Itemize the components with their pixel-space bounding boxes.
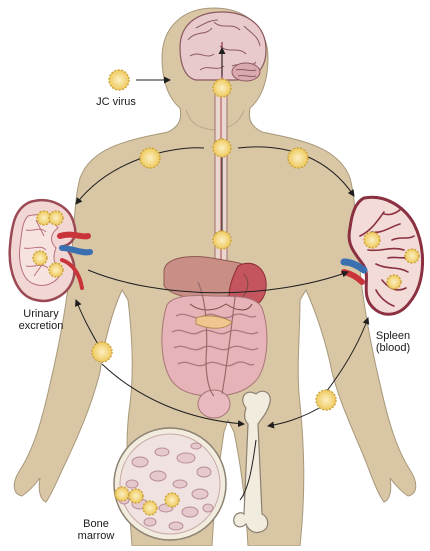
label-jc-virus: JC virus: [86, 96, 146, 108]
virus-right-shoulder: [288, 148, 308, 168]
virus-marrow-2: [129, 489, 143, 503]
label-urinary-excretion: Urinary excretion: [8, 308, 74, 332]
urinary-line-1: Urinary: [8, 308, 74, 320]
bone-marrow-inset: [114, 428, 226, 540]
virus-marrow-4: [165, 493, 179, 507]
virus-right-side: [316, 390, 336, 410]
virus-kidney-2: [49, 211, 63, 225]
spleen-line-2: (blood): [366, 342, 420, 354]
jc-virus-text: JC virus: [86, 96, 146, 108]
virus-marrow-3: [143, 501, 157, 515]
virus-neck-spine: [213, 139, 231, 157]
virus-left-arm: [92, 342, 112, 362]
label-spleen-blood: Spleen (blood): [366, 330, 420, 354]
bone-line-2: marrow: [68, 530, 124, 542]
urinary-line-2: excretion: [8, 320, 74, 332]
virus-kidney-3: [33, 251, 47, 265]
brain: [180, 12, 266, 90]
spleen-line-1: Spleen: [366, 330, 420, 342]
virus-spleen-2: [405, 249, 419, 263]
bone-line-1: Bone: [68, 518, 124, 530]
virus-kidney-4: [49, 263, 63, 277]
virus-spleen-3: [387, 275, 401, 289]
virus-spleen-1: [364, 232, 380, 248]
virus-brainstem: [213, 79, 231, 97]
virus-marrow-1: [115, 487, 129, 501]
virus-mid-spine: [213, 231, 231, 249]
virus-left-shoulder: [140, 148, 160, 168]
virus-entry: [109, 70, 129, 90]
label-bone-marrow: Bone marrow: [68, 518, 124, 542]
